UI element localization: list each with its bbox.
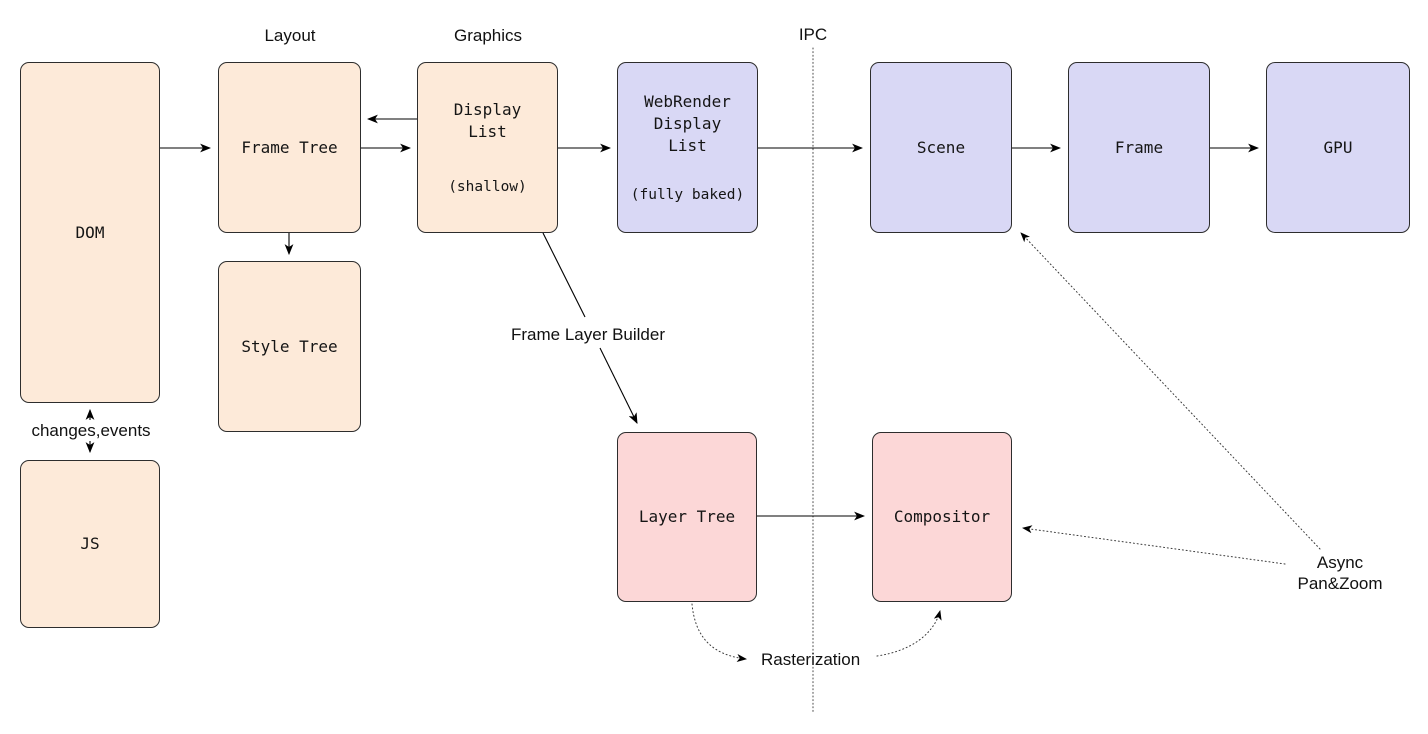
node-display-list-label: Display List: [453, 100, 522, 141]
edge-display-list-layer-tree-b: [599, 347, 638, 424]
node-gpu-label: GPU: [1323, 137, 1353, 157]
label-frame-layer-builder: Frame Layer Builder: [510, 325, 666, 344]
node-display-list-note: (shallow): [448, 179, 527, 195]
edge-rasterization-compositor: [876, 610, 942, 657]
node-scene: Scene: [870, 62, 1012, 233]
label-ipc: IPC: [798, 25, 828, 44]
node-dom-label: DOM: [75, 222, 105, 242]
node-display-list: Display List (shallow): [417, 62, 558, 233]
node-style-tree-label: Style Tree: [241, 336, 338, 356]
node-compositor: Compositor: [872, 432, 1012, 602]
label-changes-events: changes,events: [31, 421, 151, 440]
label-graphics: Graphics: [453, 26, 523, 45]
node-dom: DOM: [20, 62, 160, 403]
node-frame-label: Frame: [1114, 137, 1164, 157]
node-webrender-display-list-label: WebRender Display List: [644, 92, 731, 155]
label-async-pan-zoom: Async Pan&Zoom: [1297, 553, 1383, 593]
node-gpu: GPU: [1266, 62, 1410, 233]
label-layout: Layout: [264, 26, 316, 45]
node-js-label: JS: [80, 534, 100, 553]
edge-apz-compositor: [1022, 525, 1286, 565]
node-js: JS: [20, 460, 160, 628]
edge-display-list-layer-tree-a: [542, 232, 586, 318]
node-frame-tree: Frame Tree: [218, 62, 361, 233]
node-frame: Frame: [1068, 62, 1210, 233]
node-style-tree: Style Tree: [218, 261, 361, 432]
edge-layer-tree-rasterization: [691, 603, 747, 662]
label-rasterization: Rasterization: [761, 650, 861, 669]
node-compositor-label: Compositor: [893, 507, 991, 526]
edge-apz-scene: [1020, 232, 1321, 550]
node-webrender-display-list-note: (fully baked): [630, 187, 745, 203]
node-frame-tree-label: Frame Tree: [241, 137, 338, 157]
node-layer-tree: Layer Tree: [617, 432, 757, 602]
node-webrender-display-list: WebRender Display List (fully baked): [617, 62, 758, 233]
node-layer-tree-label: Layer Tree: [638, 507, 736, 526]
node-scene-label: Scene: [916, 137, 966, 157]
